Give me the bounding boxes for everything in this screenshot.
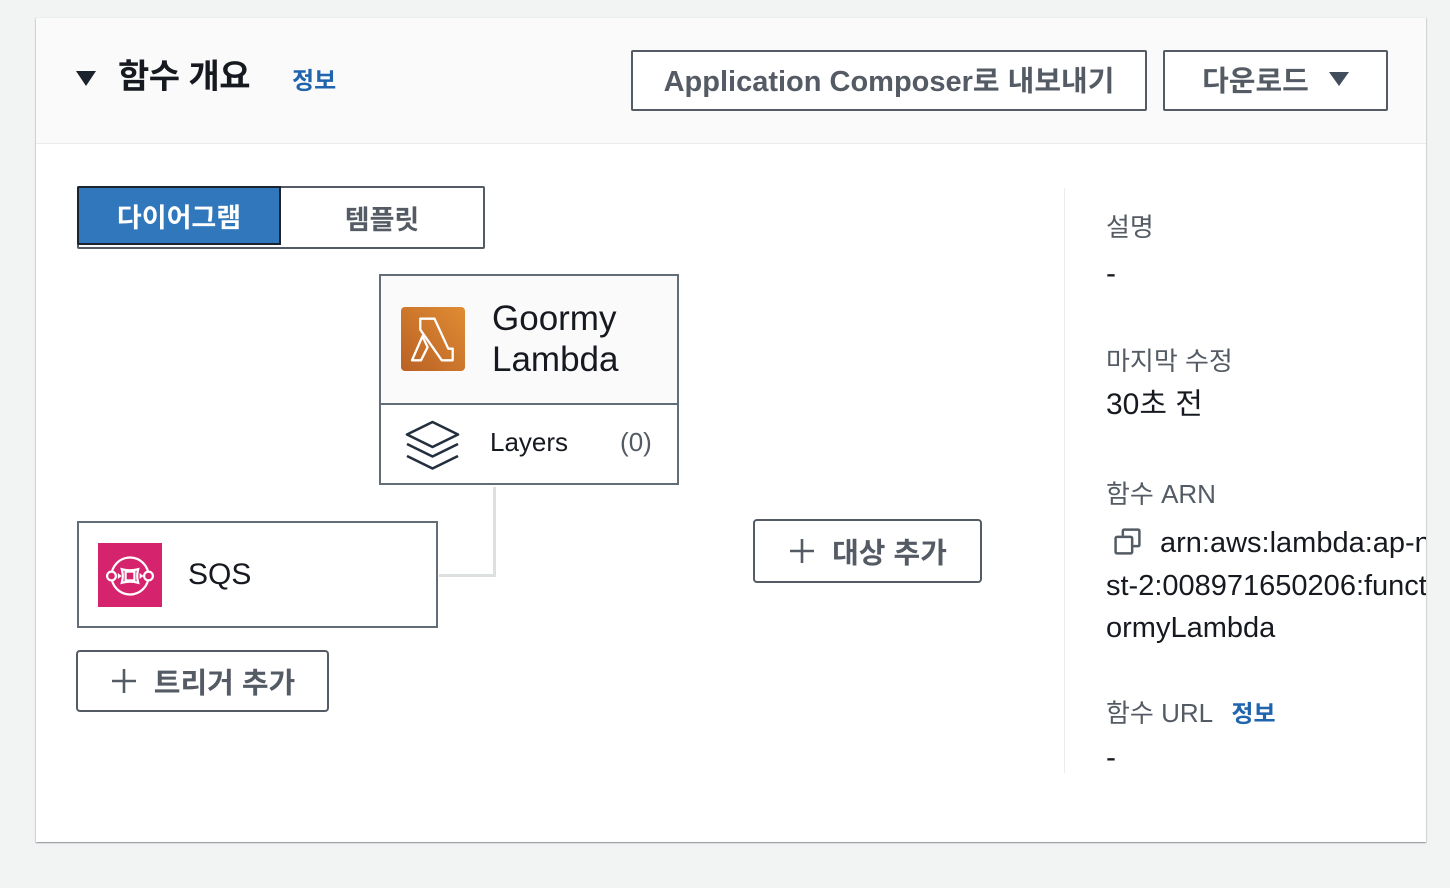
field-label-text: 함수 URL (1106, 698, 1213, 728)
lambda-layers-row[interactable]: Layers (0) (381, 405, 677, 480)
header-info-link[interactable]: 정보 (292, 68, 337, 95)
copy-icon[interactable] (1113, 527, 1142, 556)
field-value: - (1106, 741, 1116, 774)
export-to-application-composer-button[interactable]: Application Composer로 내보내기 (631, 50, 1147, 111)
field-label: 함수 URL 정보 (1106, 692, 1426, 736)
sqs-service-icon (98, 542, 162, 607)
field-label: 함수 ARN (1106, 479, 1216, 509)
tab-diagram[interactable]: 다이어그램 (77, 186, 281, 245)
url-info-link[interactable]: 정보 (1231, 701, 1276, 728)
layers-count: (0) (620, 426, 652, 457)
download-caret-icon (1328, 72, 1349, 86)
field-value: - (1106, 257, 1116, 290)
connector-line-vertical (493, 487, 496, 577)
field-label: 설명 (1106, 212, 1154, 242)
field-last-modified: 마지막 수정 30초 전 (1106, 340, 1426, 426)
arn-line-1: arn:aws:lambda:ap-northea (1106, 522, 1426, 565)
tab-template[interactable]: 템플릿 (344, 205, 420, 235)
field-description: 설명 - (1106, 206, 1426, 295)
plus-icon (111, 669, 136, 693)
lambda-node-title-line1: Goormy (492, 299, 617, 339)
download-button-label: 다운로드 (1202, 66, 1309, 98)
layers-label: Layers (490, 426, 569, 457)
view-toggle: 다이어그램 템플릿 (77, 186, 485, 249)
add-destination-label: 대상 추가 (832, 538, 947, 570)
field-function-arn: 함수 ARN arn:aws:lambda:ap-northea st-2:00… (1106, 473, 1426, 650)
add-trigger-label: 트리거 추가 (153, 668, 296, 700)
lambda-function-node[interactable]: Goormy Lambda Layers (0) (379, 274, 679, 485)
page-title: 함수 개요 (118, 58, 251, 96)
collapse-caret-icon[interactable] (76, 71, 96, 86)
arn-text-1: arn:aws:lambda:ap-northea (1160, 527, 1426, 559)
sqs-node[interactable]: SQS (77, 521, 438, 628)
add-destination-button[interactable]: 대상 추가 (753, 519, 982, 583)
field-value: 30초 전 (1106, 388, 1203, 421)
function-overview-card: 함수 개요 정보 Application Composer로 내보내기 다운로드… (36, 17, 1426, 842)
plus-icon (790, 539, 815, 563)
panel-divider (1064, 188, 1065, 773)
lambda-service-icon (401, 307, 465, 372)
lambda-node-title-line2: Lambda (492, 340, 619, 380)
lambda-node-header: Goormy Lambda (381, 276, 677, 405)
connector-line-horizontal (439, 574, 496, 577)
download-button[interactable]: 다운로드 (1163, 50, 1388, 111)
sqs-node-label: SQS (188, 557, 252, 591)
field-label: 마지막 수정 (1106, 346, 1233, 376)
layers-icon (405, 420, 460, 470)
add-trigger-button[interactable]: 트리거 추가 (76, 650, 329, 712)
lambda-node-title: Goormy Lambda (492, 298, 618, 380)
arn-line-2: st-2:008971650206:function:Go (1106, 569, 1426, 602)
arn-line-3: ormyLambda (1106, 612, 1276, 644)
field-function-url: 함수 URL 정보 - (1106, 692, 1426, 779)
card-header: 함수 개요 정보 Application Composer로 내보내기 다운로드 (36, 18, 1426, 144)
